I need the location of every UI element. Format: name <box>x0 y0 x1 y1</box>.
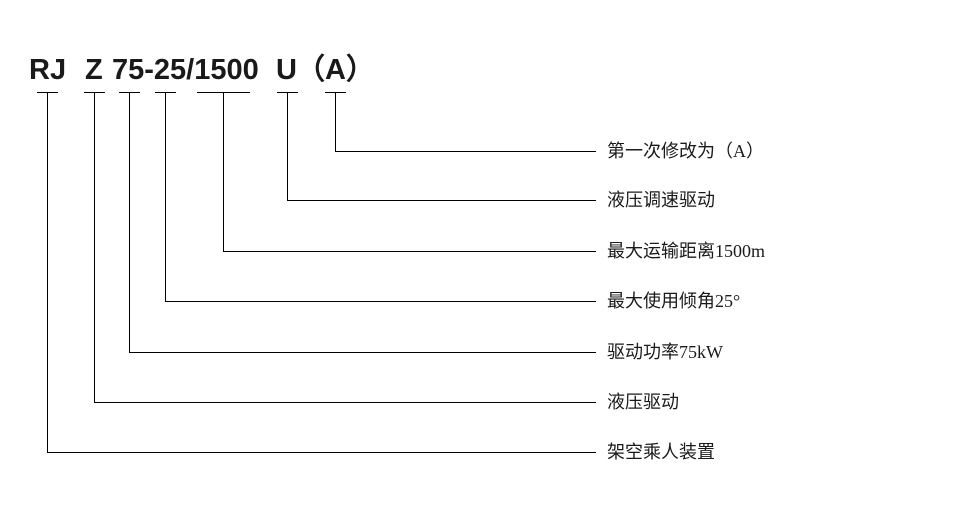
code-segment-rj: RJ <box>29 54 67 86</box>
leader-horizontal-line <box>47 452 596 453</box>
leader-vertical-line <box>47 92 48 452</box>
code-segment-spec: 75-25/1500 <box>112 54 259 86</box>
leader-label-speed-drive: 液压调速驱动 <box>607 190 715 210</box>
code-segment-u: U <box>276 54 297 86</box>
leader-horizontal-line <box>165 301 596 302</box>
leader-label-power: 驱动功率75kW <box>607 342 723 362</box>
leader-vertical-line <box>129 92 130 352</box>
leader-horizontal-line <box>223 251 596 252</box>
leader-vertical-line <box>94 92 95 402</box>
leader-horizontal-line <box>94 402 596 403</box>
code-segment-rev: （A） <box>296 54 375 86</box>
leader-vertical-line <box>335 92 336 151</box>
leader-vertical-line <box>223 92 224 251</box>
leader-label-device-type: 架空乘人装置 <box>607 442 715 462</box>
leader-vertical-line <box>287 92 288 200</box>
leader-label-revision: 第一次修改为（A） <box>607 141 764 161</box>
leader-label-hydraulic-drive: 液压驱动 <box>607 392 679 412</box>
leader-horizontal-line <box>335 151 596 152</box>
leader-label-distance: 最大运输距离1500m <box>607 241 766 261</box>
leader-horizontal-line <box>129 352 596 353</box>
code-segment-z: Z <box>85 54 103 86</box>
leader-horizontal-line <box>287 200 596 201</box>
leader-vertical-line <box>165 92 166 301</box>
leader-label-incline: 最大使用倾角25° <box>607 291 741 311</box>
